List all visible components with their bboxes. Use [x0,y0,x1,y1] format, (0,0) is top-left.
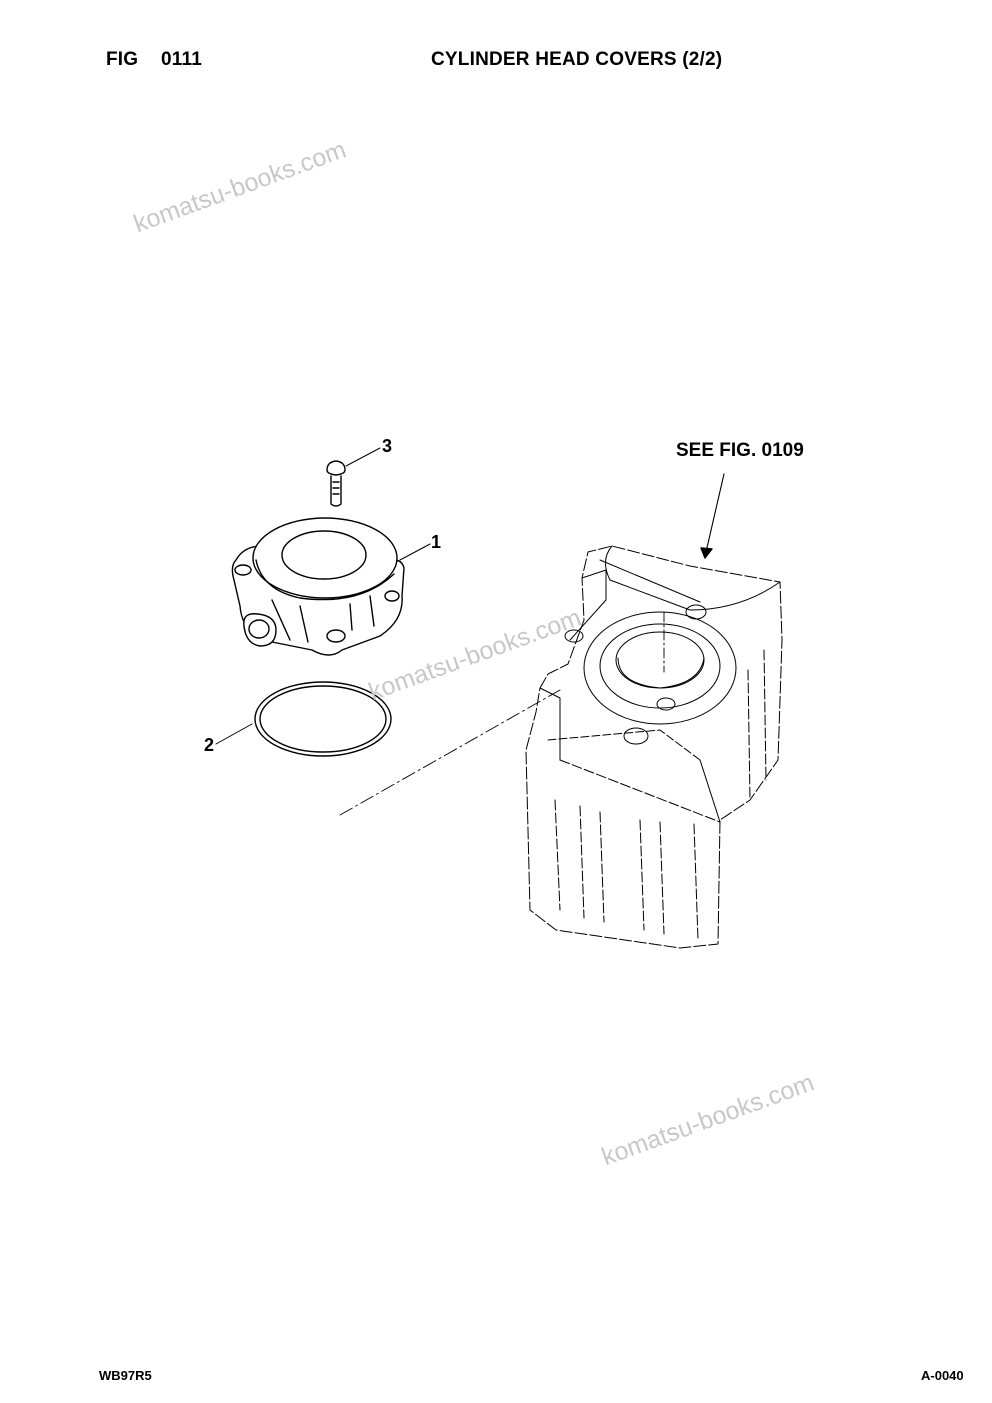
fig-number: 0111 [161,49,202,70]
callout-2: 2 [204,735,215,755]
callout-1: 1 [431,532,442,552]
o-ring-part [254,681,392,757]
page-title: CYLINDER HEAD COVERS (2/2) [431,49,723,70]
fig-label: FIG [106,49,139,70]
footer-model: WB97R5 [99,1368,152,1383]
cylinder-head-phantom [525,545,783,949]
breather-cover-part [231,517,405,656]
callout-3: 3 [382,436,393,456]
footer-page-code: A-0040 [921,1368,964,1383]
reference-note: SEE FIG. 0109 [676,440,804,461]
bolt-part [326,460,346,507]
